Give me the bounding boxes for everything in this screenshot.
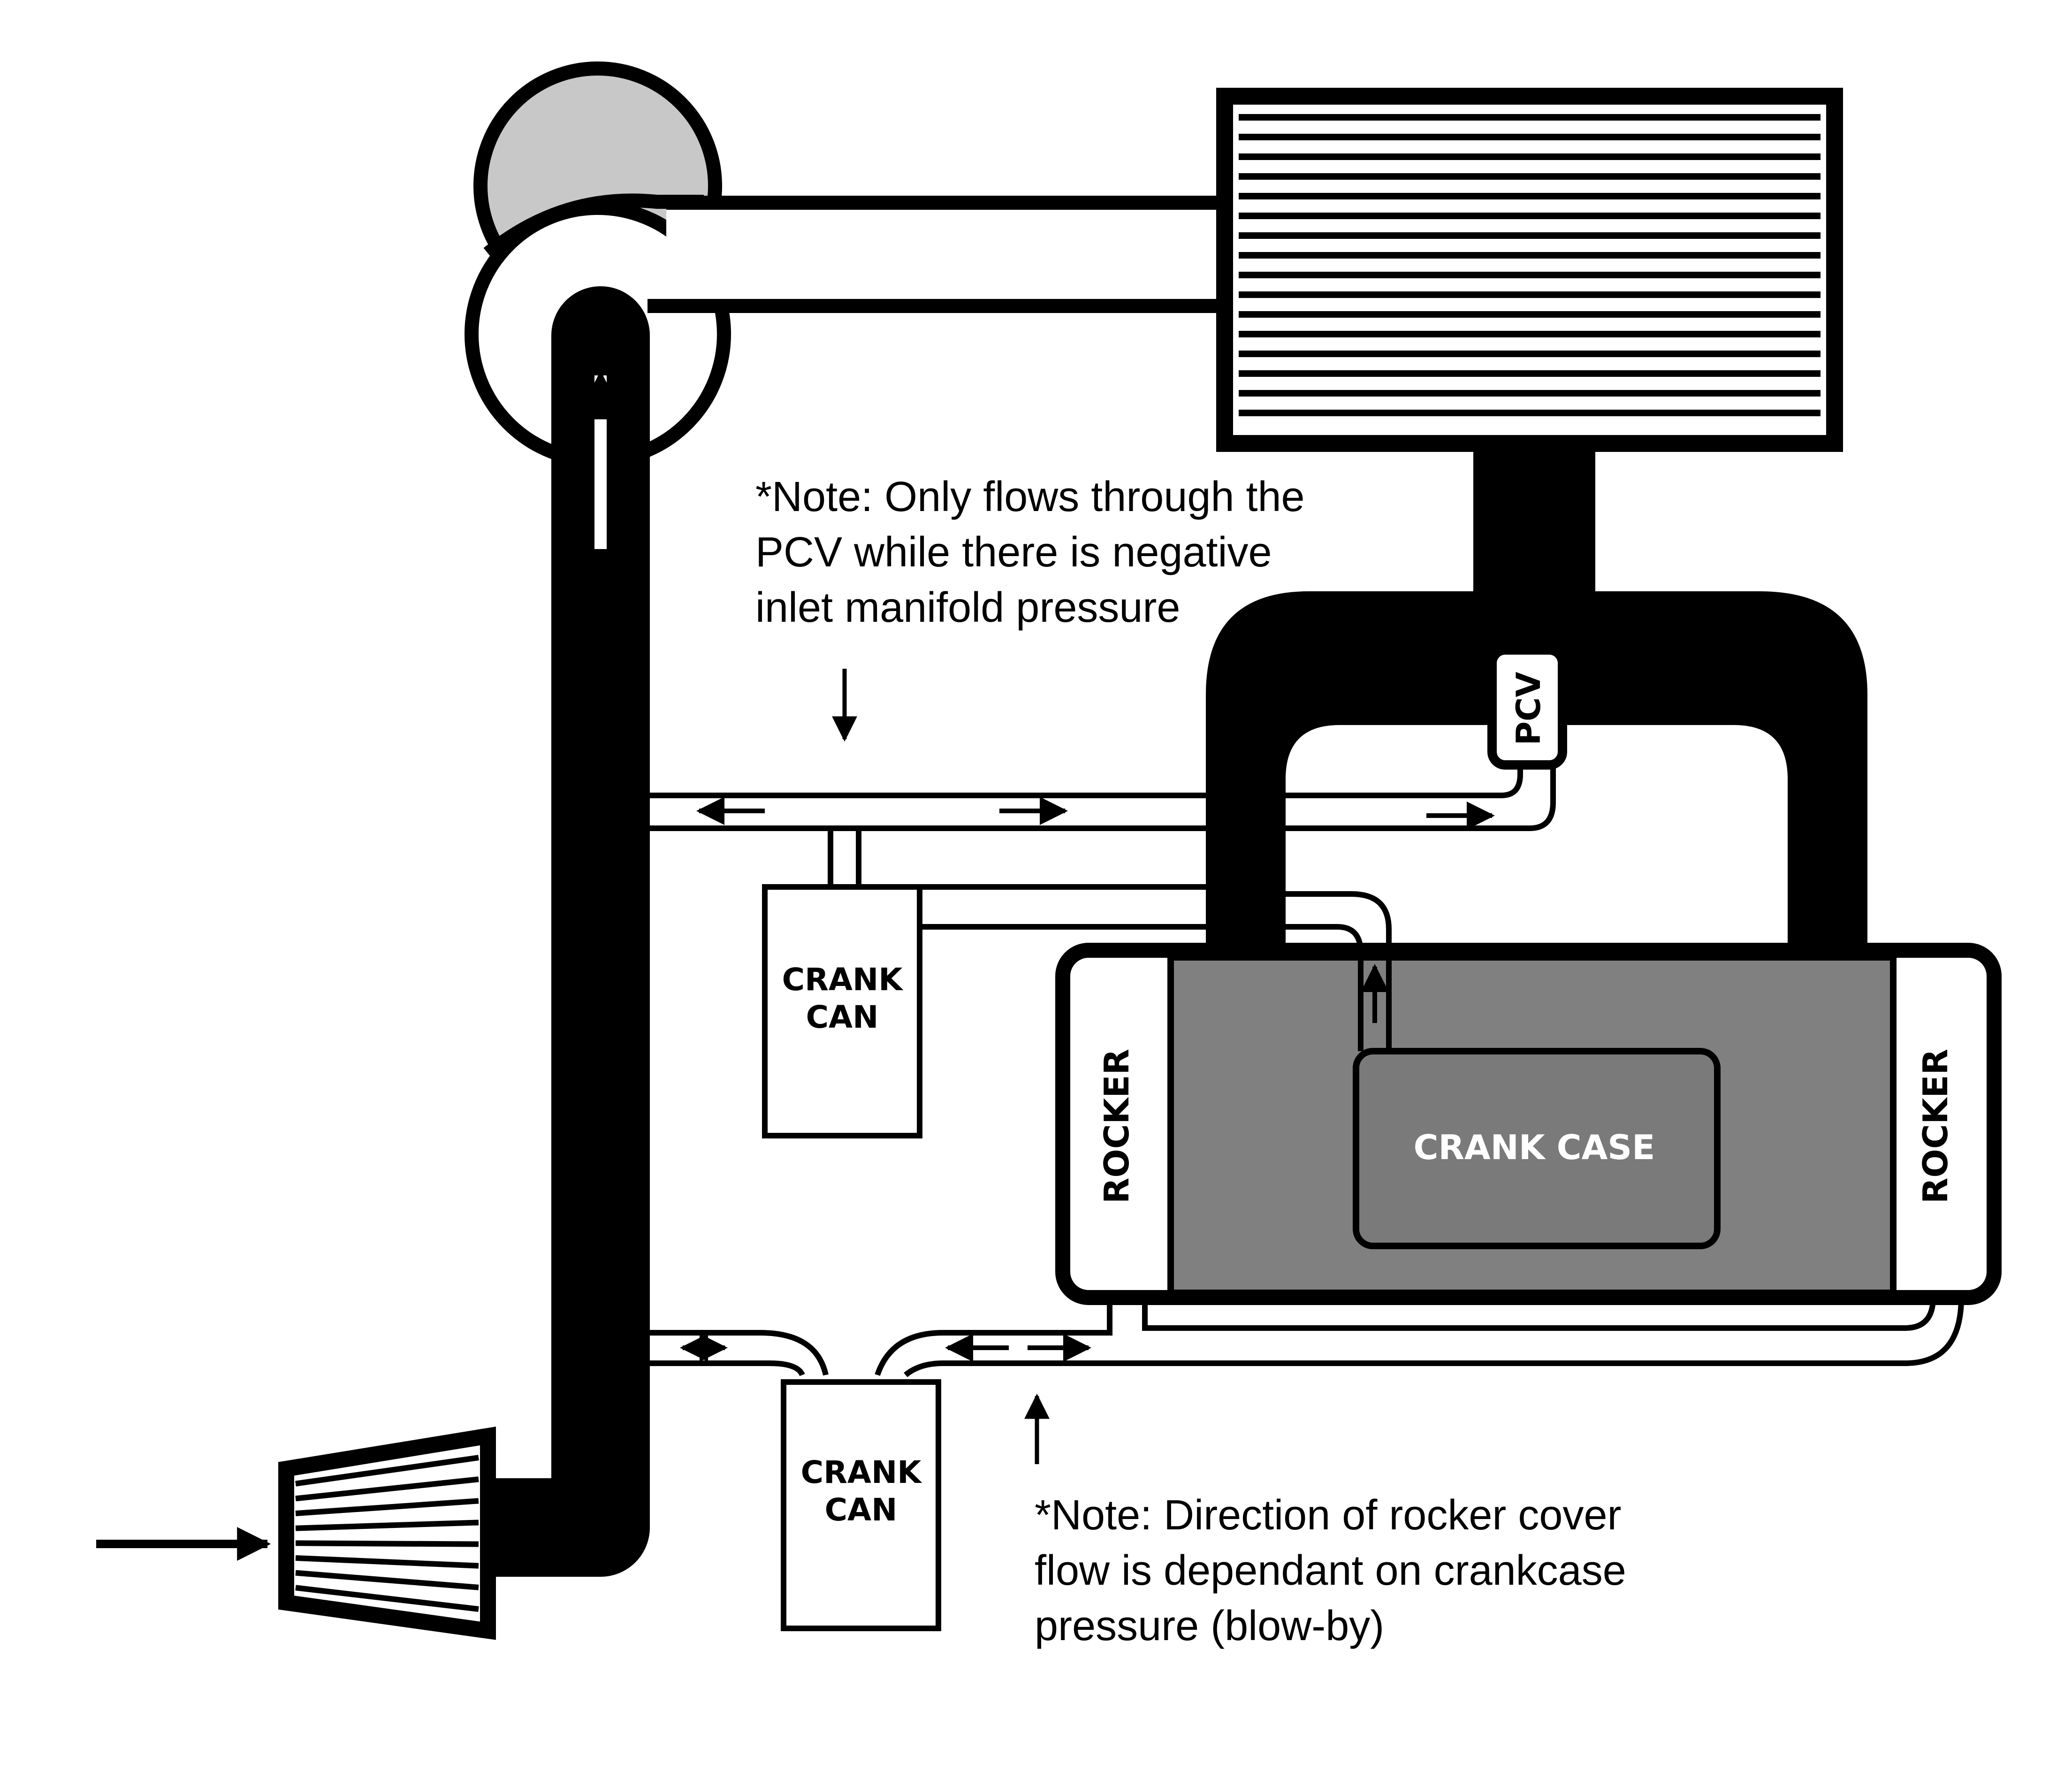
bottom-note-line: pressure (blow-by) xyxy=(1035,1603,1385,1650)
rocker-breather-hose xyxy=(650,1297,1964,1377)
svg-text:CAN: CAN xyxy=(806,999,879,1035)
pcv-hose xyxy=(650,756,1556,930)
air-filter-pleat xyxy=(295,1498,479,1516)
top-note-line: inlet manifold pressure xyxy=(755,584,1181,631)
charge-pipe xyxy=(648,196,1229,313)
air-filter-pleat xyxy=(295,1540,479,1547)
svg-text:CRANK: CRANK xyxy=(782,962,904,998)
rocker-right-label: ROCKER xyxy=(1916,1049,1955,1204)
svg-text:PCV: PCV xyxy=(1509,672,1548,746)
intake-manifold xyxy=(1206,591,1867,957)
crank-case xyxy=(1353,1048,1721,1249)
bottom-note-line: flow is dependant on crankcase xyxy=(1035,1547,1626,1594)
svg-text:CRANK: CRANK xyxy=(801,1454,923,1490)
intake-pipe xyxy=(429,286,650,1577)
rocker-left-label: ROCKER xyxy=(1097,1049,1136,1204)
pcv-valve[interactable]: PCV xyxy=(1487,645,1567,770)
top-note-line: *Note: Only flows through the xyxy=(755,473,1305,520)
top-hose-arrows xyxy=(696,797,1495,830)
crank-can-bottom: CRANK CAN xyxy=(781,1379,941,1631)
bottom-note-line: *Note: Direction of rocker cover xyxy=(1035,1492,1622,1539)
air-filter-pleat xyxy=(295,1520,479,1531)
crank-case-label: CRANK CASE xyxy=(1414,1128,1655,1167)
air-filter-pleat xyxy=(295,1570,479,1590)
svg-text:CAN: CAN xyxy=(825,1492,898,1528)
air-filter-pleat xyxy=(295,1455,479,1487)
intercooler xyxy=(1216,88,1843,452)
air-filter-pleat xyxy=(295,1555,479,1569)
crank-case-breather-hose xyxy=(1286,891,1392,1051)
intake-riser xyxy=(1473,441,1595,610)
crank-can-top: CRANK CAN xyxy=(762,884,922,1138)
air-filter xyxy=(278,1427,496,1640)
top-note: *Note: Only flows through the PCV while … xyxy=(755,469,1305,635)
top-note-line: PCV while there is negative xyxy=(755,529,1272,576)
bottom-note: *Note: Direction of rocker cover flow is… xyxy=(1035,1488,1626,1654)
engine: CRANK CASE ROCKER ROCKER xyxy=(1055,943,2002,1305)
air-filter-pleat xyxy=(295,1585,479,1612)
air-filter-pleat xyxy=(295,1476,479,1502)
